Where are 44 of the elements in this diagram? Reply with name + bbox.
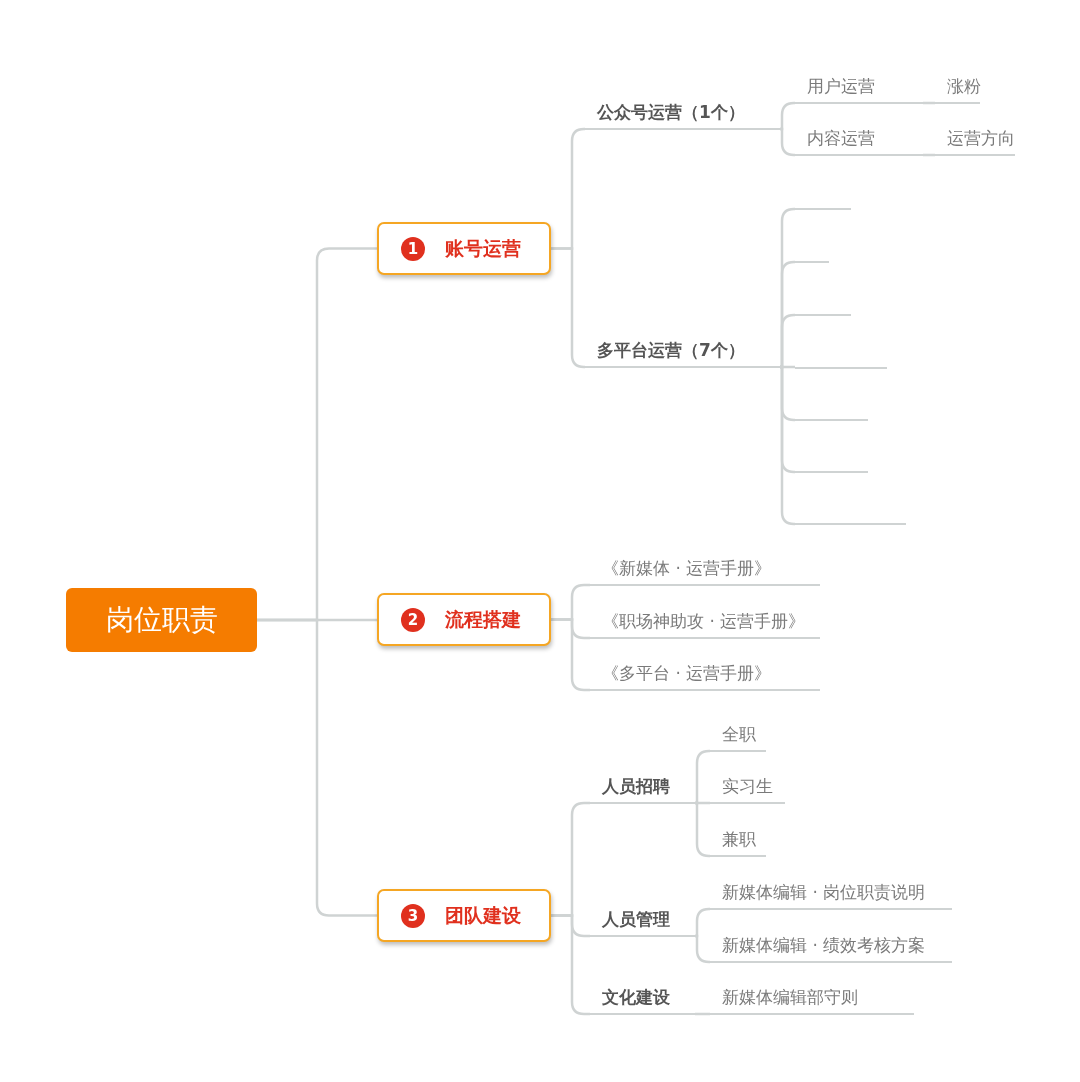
number-badge: 1 xyxy=(401,236,425,261)
connector-line xyxy=(780,365,795,369)
connector-line xyxy=(695,1012,710,1016)
item-label: 涨粉 xyxy=(947,75,981,96)
item-label: 《职场神助攻 · 运营手册》 xyxy=(602,610,806,631)
topic-label: 团队建设 xyxy=(445,902,521,928)
topic-box xyxy=(377,889,551,942)
connector-line xyxy=(694,749,711,805)
item-label: 运营方向 xyxy=(947,127,1015,148)
item-label: 新媒体编辑 · 岗位职责说明 xyxy=(722,881,926,902)
topic-label: 流程搭建 xyxy=(445,606,521,632)
number-badge: 2 xyxy=(401,607,425,632)
item-label: 全职 xyxy=(722,723,756,744)
connector-line xyxy=(694,907,711,938)
connector-line xyxy=(779,127,796,157)
subtopic-label: 文化建设 xyxy=(602,986,670,1007)
connector-line xyxy=(551,247,586,369)
subtopic-label: 人员招聘 xyxy=(602,775,670,796)
topic-box xyxy=(377,222,551,275)
number-badge: 3 xyxy=(401,903,425,928)
item-label: 用户运营 xyxy=(807,75,875,96)
item-label: 《新媒体 · 运营手册》 xyxy=(602,557,772,578)
subtopic-label: 多平台运营（7个） xyxy=(597,339,745,360)
root-topic-box xyxy=(66,588,257,652)
topic-label: 账号运营 xyxy=(445,235,521,261)
item-label: 《多平台 · 运营手册》 xyxy=(602,662,772,683)
subtopic-label: 人员管理 xyxy=(602,908,670,929)
topic-box xyxy=(377,593,551,646)
connector-line xyxy=(779,101,796,131)
item-label: 新媒体编辑 · 绩效考核方案 xyxy=(722,934,926,955)
connector-line xyxy=(695,801,710,805)
root-topic-label: 岗位职责 xyxy=(105,602,218,638)
item-label: 实习生 xyxy=(722,775,773,796)
item-label: 新媒体编辑部守则 xyxy=(722,986,858,1007)
subtopic-label: 公众号运营（1个） xyxy=(597,101,745,122)
connector-line xyxy=(923,153,935,157)
connector-line xyxy=(694,934,711,964)
item-label: 内容运营 xyxy=(807,127,875,148)
connector-line xyxy=(551,618,590,692)
item-label: 兼职 xyxy=(722,828,756,849)
connector-line xyxy=(551,914,590,1016)
connector-line xyxy=(257,618,377,917)
connector-line xyxy=(694,801,711,858)
connector-line xyxy=(923,101,935,105)
